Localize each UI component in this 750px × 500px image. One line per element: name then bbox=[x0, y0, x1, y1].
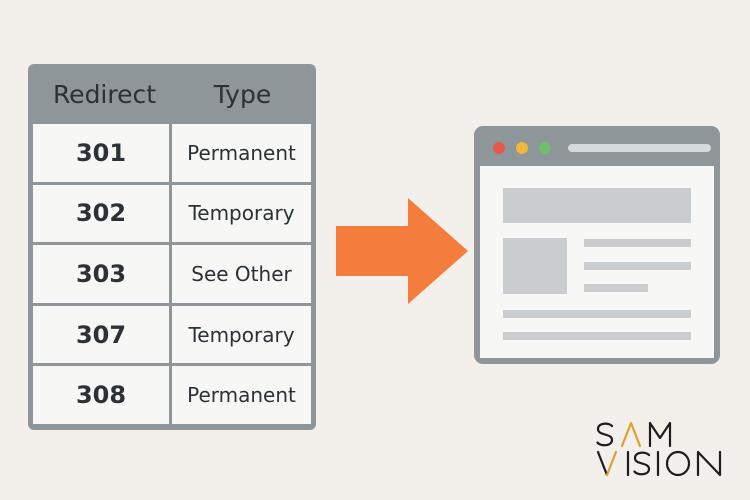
table-row: 308 Permanent bbox=[33, 366, 311, 424]
redirect-type: See Other bbox=[172, 245, 311, 303]
maximize-dot-icon bbox=[539, 142, 551, 154]
table-header: Redirect Type bbox=[33, 64, 311, 124]
browser-titlebar bbox=[480, 126, 714, 166]
table-row: 303 See Other bbox=[33, 245, 311, 303]
sam-vision-logo bbox=[596, 421, 722, 477]
table-body: 301 Permanent 302 Temporary 303 See Othe… bbox=[33, 124, 311, 424]
text-line-placeholder bbox=[503, 310, 691, 318]
table-row: 302 Temporary bbox=[33, 184, 311, 243]
header-redirect: Redirect bbox=[52, 79, 157, 109]
minimize-dot-icon bbox=[516, 142, 528, 154]
redirect-type: Permanent bbox=[172, 366, 311, 424]
browser-viewport bbox=[480, 166, 714, 358]
redirect-code: 303 bbox=[33, 245, 169, 303]
image-placeholder bbox=[503, 238, 567, 294]
redirect-type: Temporary bbox=[172, 184, 311, 243]
redirect-type: Permanent bbox=[172, 124, 311, 182]
text-line-placeholder bbox=[503, 332, 691, 340]
redirect-code: 302 bbox=[33, 184, 169, 243]
text-line-placeholder bbox=[584, 284, 648, 292]
arrow-shape bbox=[336, 198, 468, 304]
text-line-placeholder bbox=[584, 262, 691, 270]
table-row: 301 Permanent bbox=[33, 124, 311, 182]
banner-placeholder bbox=[503, 188, 691, 223]
redirect-table: Redirect Type 301 Permanent 302 Temporar… bbox=[28, 64, 316, 430]
table-row: 307 Temporary bbox=[33, 305, 311, 364]
browser-window bbox=[474, 126, 720, 364]
text-line-placeholder bbox=[584, 239, 691, 247]
redirect-code: 301 bbox=[33, 124, 169, 182]
redirect-code: 308 bbox=[33, 366, 169, 424]
close-dot-icon bbox=[493, 142, 505, 154]
arrow-right-icon bbox=[336, 198, 468, 304]
redirect-code: 307 bbox=[33, 305, 169, 364]
redirect-type: Temporary bbox=[172, 305, 311, 364]
header-type: Type bbox=[213, 79, 272, 109]
address-bar bbox=[568, 144, 711, 152]
